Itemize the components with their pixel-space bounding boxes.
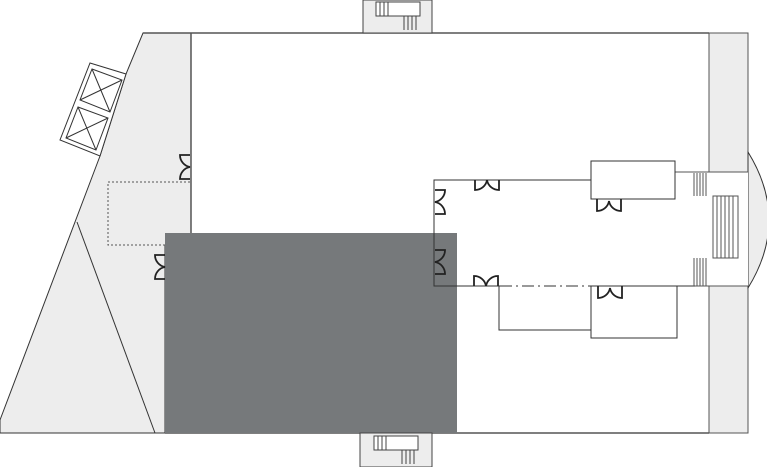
- door-icon: [434, 189, 446, 215]
- door-icon: [154, 254, 166, 280]
- door-icon: [596, 199, 622, 212]
- room-bottom-right: [590, 285, 678, 339]
- dotted-room: [107, 181, 192, 246]
- elevator-boxes: [59, 62, 127, 157]
- door-icon: [179, 154, 191, 180]
- stairs-right: [693, 173, 739, 286]
- door-icon: [473, 275, 499, 287]
- stairs-top: [362, 0, 433, 34]
- room-bottom-left: [498, 286, 591, 331]
- stairs-bottom: [359, 432, 433, 467]
- apse: [747, 150, 767, 290]
- door-icon: [434, 249, 446, 275]
- door-icon: [474, 179, 500, 191]
- highlighted-room: [165, 233, 457, 433]
- door-icon: [597, 286, 623, 299]
- diagonal-line: [76, 221, 156, 434]
- room-top-right: [590, 160, 676, 200]
